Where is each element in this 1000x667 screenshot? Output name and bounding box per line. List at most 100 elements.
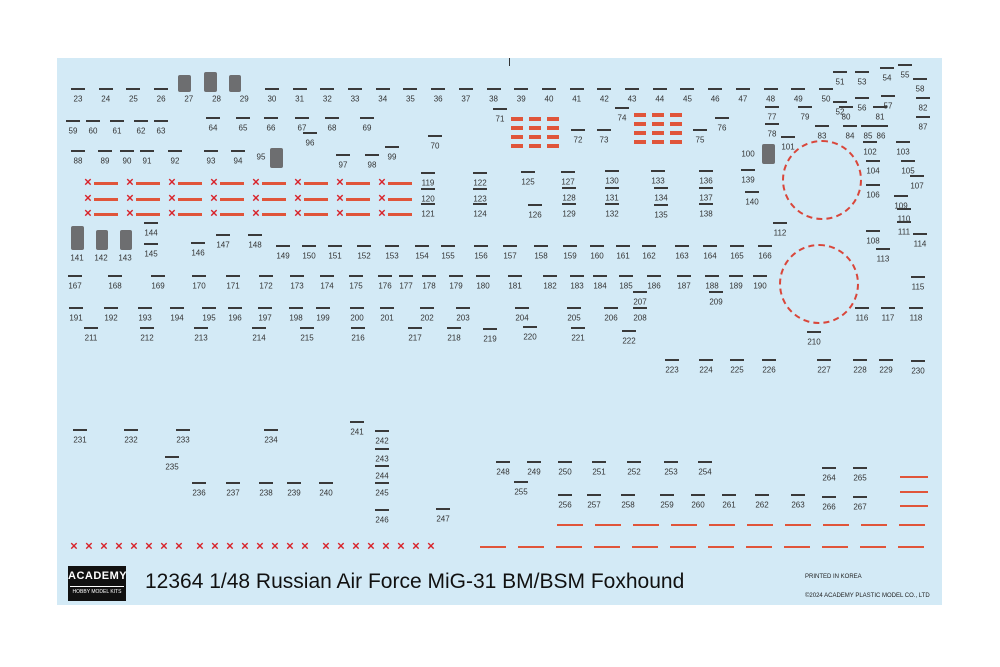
decal-number: 50	[821, 94, 831, 104]
decal-number: 109	[894, 201, 908, 211]
red-caution-text-decal	[262, 182, 286, 185]
stencil-decal	[140, 327, 154, 329]
stencil-decal	[69, 307, 83, 309]
decal-number: 131	[605, 193, 619, 203]
decal-number: 148	[248, 240, 262, 250]
stencil-decal	[765, 106, 779, 108]
red-stencil-block	[529, 144, 541, 148]
stencil-decal	[458, 88, 473, 90]
red-caution-text-decal	[262, 197, 286, 201]
stencil-decal	[320, 275, 334, 277]
decal-number: 156	[474, 251, 488, 261]
decal-number: 235	[165, 462, 179, 472]
red-x-decal: ✕	[209, 208, 219, 220]
stencil-decal	[896, 141, 910, 143]
red-x-decal: ✕	[377, 193, 387, 204]
decal-number: 98	[367, 160, 377, 170]
stencil-decal	[741, 169, 755, 171]
red-x-decal: ✕	[293, 177, 303, 189]
decal-number: 84	[845, 131, 855, 141]
stencil-decal	[616, 245, 630, 247]
stencil-decal	[71, 150, 85, 152]
stencil-decal	[709, 291, 723, 293]
stencil-decal	[399, 275, 413, 277]
stencil-decal	[642, 245, 656, 247]
decal-number: 95	[256, 152, 266, 162]
stencil-decal	[664, 461, 678, 463]
red-x-decal: ✕	[83, 193, 93, 204]
red-caution-text-decal	[632, 546, 658, 548]
stencil-decal	[447, 327, 461, 329]
decal-number: 218	[447, 333, 461, 343]
red-caution-text-decal	[709, 524, 735, 526]
stencil-decal	[449, 275, 463, 277]
red-dashed-circle-decal	[779, 244, 859, 324]
stencil-decal	[590, 245, 604, 247]
decal-number: 229	[879, 365, 893, 375]
stencil-decal	[165, 456, 179, 458]
stencil-decal	[192, 275, 206, 277]
red-x-decal: ✕	[300, 541, 310, 553]
red-stencil-block	[634, 113, 646, 117]
decal-number: 200	[350, 313, 364, 323]
decal-number: 252	[627, 467, 641, 477]
decal-number: 107	[910, 181, 924, 191]
decal-number: 34	[378, 94, 388, 104]
stencil-decal	[98, 88, 113, 90]
stencil-decal	[527, 461, 541, 463]
red-x-decal: ✕	[270, 541, 280, 553]
stencil-decal	[264, 88, 279, 90]
decal-number: 243	[375, 454, 389, 464]
decal-number: 249	[527, 467, 541, 477]
stencil-decal	[881, 307, 895, 309]
stencil-decal	[441, 245, 455, 247]
decal-number: 178	[422, 281, 436, 291]
red-x-decal: ✕	[167, 208, 177, 220]
decal-number: 155	[441, 251, 455, 261]
red-x-decal: ✕	[125, 177, 135, 189]
red-x-decal: ✕	[159, 541, 169, 553]
grey-panel-decal	[71, 226, 84, 250]
stencil-decal	[558, 494, 572, 496]
decal-number: 127	[561, 177, 575, 187]
stencil-decal	[843, 125, 857, 127]
decal-number: 78	[767, 129, 777, 139]
decal-number: 123	[473, 194, 487, 204]
stencil-decal	[226, 482, 240, 484]
copyright-label: ©2024 ACADEMY PLASTIC MODEL CO., LTD	[805, 593, 930, 599]
stencil-decal	[289, 307, 303, 309]
decal-number: 261	[722, 500, 736, 510]
decal-number: 134	[654, 193, 668, 203]
decal-number: 112	[773, 228, 787, 238]
decal-number: 44	[655, 94, 665, 104]
decal-number: 190	[753, 281, 767, 291]
red-caution-text-decal	[388, 182, 412, 185]
decal-number: 168	[108, 281, 122, 291]
stencil-decal	[898, 64, 912, 66]
red-stencil-block	[511, 135, 523, 139]
decal-number: 185	[619, 281, 633, 291]
decal-number: 55	[900, 70, 910, 80]
decal-number: 146	[191, 248, 205, 258]
stencil-decal	[729, 275, 743, 277]
red-caution-text-decal	[708, 546, 734, 548]
decal-number: 110	[897, 214, 911, 224]
red-x-decal: ✕	[84, 541, 94, 553]
red-x-decal: ✕	[377, 208, 387, 220]
decal-number: 217	[408, 333, 422, 343]
decal-number: 47	[738, 94, 748, 104]
decal-number: 206	[604, 313, 618, 323]
decal-number: 89	[100, 156, 110, 166]
red-x-decal: ✕	[377, 177, 387, 189]
stencil-decal	[765, 123, 779, 125]
decal-number: 149	[276, 251, 290, 261]
stencil-decal	[138, 307, 152, 309]
decal-number: 237	[226, 488, 240, 498]
red-caution-text-decal	[822, 546, 848, 548]
stencil-decal	[745, 191, 759, 193]
stencil-decal	[853, 467, 867, 469]
academy-logo: ACADEMY HOBBY MODEL KITS	[68, 566, 127, 601]
red-caution-text-decal	[900, 476, 928, 478]
red-stencil-block	[652, 113, 664, 117]
stencil-decal	[104, 307, 118, 309]
